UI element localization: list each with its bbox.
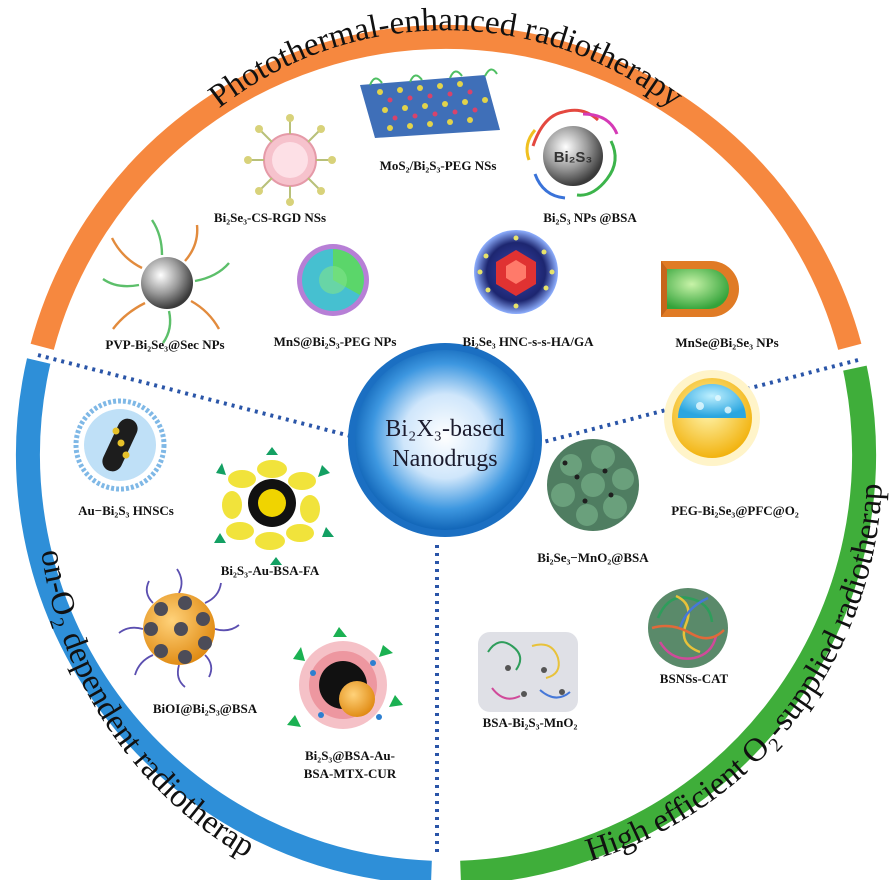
ring-segment-right — [460, 365, 877, 880]
label-au-bi2s3-hnscs: Au−Bi₂S₃ HNSCs — [78, 503, 174, 518]
label-pvp-bi2se3-sec: PVP-Bi₂Se₃@Sec NPs — [105, 337, 224, 352]
hollow-nanocage-icon — [474, 230, 558, 314]
label-bi2s3-bsa-au-line2: BSA-MTX-CUR — [304, 766, 397, 781]
dense-core-particle-icon — [287, 627, 403, 729]
label-bsnss-cat: BSNSs-CAT — [660, 671, 729, 686]
label-bi2s3-nps-bsa: Bi₂S₃ NPs @BSA — [543, 210, 637, 225]
spiky-sphere-icon — [118, 568, 240, 688]
label-bi2s3-au-bsa-fa: Bi₂S₃-Au-BSA-FA — [221, 563, 320, 578]
bi2s3-bsa-particle-icon: Bi₂S₃ — [525, 108, 619, 200]
mos2-nanosheet-icon — [360, 68, 500, 138]
center-title-line1: Bi₂X₃-based — [385, 416, 504, 442]
yolk-shell-icon — [664, 370, 760, 466]
pvp-sphere-icon — [102, 219, 230, 344]
label-bioi-bi2s3-bsa: BiOI@Bi₂S₃@BSA — [153, 701, 258, 716]
label-bi2se3-cs-rgd: Bi₂Se₃-CS-RGD NSs — [214, 210, 326, 225]
center-title-line2: Nanodrugs — [392, 446, 497, 472]
ring-segment-top — [30, 24, 862, 350]
label-mns-bi2s3-peg: MnS@Bi₂S₃-PEG NPs — [274, 334, 397, 349]
divider-left — [37, 353, 367, 442]
catalase-protein-icon — [648, 588, 728, 668]
label-bsa-bi2s3-mno2: BSA-Bi₂S₃-MnO₂ — [483, 715, 578, 730]
rough-nanosphere-icon — [547, 439, 639, 531]
liposome-icon — [73, 398, 167, 492]
label-bi2se3-mno2-bsa: Bi₂Se₃−MnO₂@BSA — [537, 550, 649, 565]
gold-core-bsa-icon — [214, 447, 334, 565]
label-bi2se3-hnc: Bi₂Se₃ HNC-s-s-HA/GA — [463, 334, 595, 349]
label-mnse-bi2se3: MnSe@Bi₂Se₃ NPs — [675, 335, 778, 350]
capsule-cutaway-icon — [661, 261, 739, 317]
center-node: Bi₂X₃-based Nanodrugs — [348, 343, 542, 537]
ring-segment-left — [16, 358, 432, 880]
label-mos2-bi2s3-peg: MoS₂/Bi₂S₃-PEG NSs — [380, 158, 497, 173]
rgd-nanosheet-icon — [244, 114, 336, 206]
label-bi2s3-bsa-au-line1: Bi₂S₃@BSA-Au- — [305, 748, 395, 763]
core-shell-cutaway-icon — [297, 244, 369, 316]
label-peg-bi2se3-pfc-o2: PEG-Bi₂Se₃@PFC@O₂ — [671, 503, 799, 518]
bsa-protein-cluster-icon — [478, 632, 578, 712]
bi2s3-icon-text: Bi₂S₃ — [554, 149, 593, 166]
